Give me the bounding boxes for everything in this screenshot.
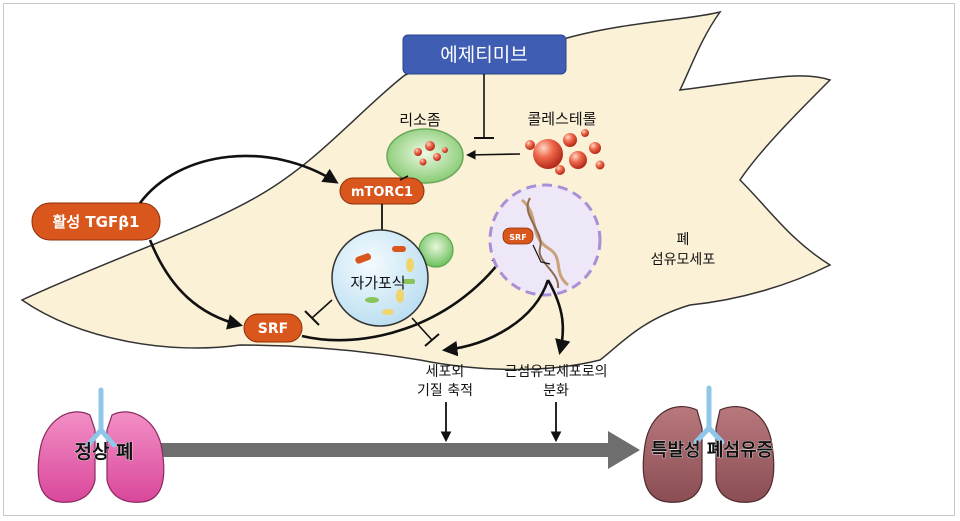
ecm-label-line2: 기질 축적 — [417, 383, 473, 399]
cell-label-line1: 폐 — [677, 232, 690, 248]
arrow-srf-to-nucleus — [301, 252, 507, 342]
progression-arrowhead — [608, 431, 640, 469]
autophagosome — [331, 229, 429, 327]
nuclear-srf-node — [502, 227, 534, 245]
normal-lung-label: 정상 폐 — [74, 441, 133, 463]
autophagy-inhibit-srf-bar — [304, 310, 320, 326]
myofibroblast-label-line1: 근섬유모세포로의 — [504, 364, 607, 380]
srf-label: SRF — [258, 321, 288, 337]
arrow-lysosome-to-mtorc1 — [399, 175, 409, 181]
arrow-cholesterol-to-lysosome — [466, 150, 521, 160]
ipf-lung-illustration — [642, 385, 775, 503]
arrow-nucleus-to-ecm — [441, 279, 550, 357]
autophagy-inhibit-srf-line — [311, 299, 333, 319]
figure-frame — [3, 3, 955, 516]
arrow-tgfb1-to-srf — [148, 239, 244, 330]
mtorc1-label: mTORC1 — [351, 185, 413, 200]
fibroblast-cell — [20, 10, 832, 371]
nuclear-srf-label: SRF — [509, 233, 526, 242]
arrow-nucleus-to-myofibroblast — [546, 279, 571, 356]
cell-label-line2: 섬유모세포 — [651, 252, 716, 268]
autophagy-label: 자가포식 — [350, 274, 405, 292]
myofibroblast-label-line2: 분화 — [543, 383, 569, 399]
autophagosome-cargo — [355, 246, 415, 315]
autophagy-inhibit-ecm-bar — [424, 333, 440, 347]
cholesterol-label: 콜레스테롤 — [527, 110, 596, 128]
autophagy-inhibit-ecm-line — [411, 317, 433, 341]
lysosome-label: 리소좀 — [399, 111, 440, 129]
lysosome-cholesterol-dots — [414, 141, 448, 166]
cholesterol-cluster — [525, 129, 605, 175]
tgfb1-node — [31, 202, 161, 241]
nucleus — [488, 183, 602, 297]
arrow-transcription — [532, 244, 551, 265]
arrow-tgfb1-to-mtorc1 — [138, 154, 339, 204]
lysosome — [386, 128, 464, 184]
ipf-lung-label: 특발성 폐섬유증 — [651, 440, 773, 461]
ecm-label-line1: 세포외 — [426, 364, 465, 380]
dna-helix — [520, 197, 570, 289]
tgfb1-label: 활성 TGFβ1 — [53, 213, 140, 231]
srf-node — [243, 313, 303, 343]
progression-bar — [148, 443, 610, 457]
normal-lung-illustration — [37, 387, 165, 503]
ezetimibe-label: 에제티미브 — [440, 44, 527, 66]
